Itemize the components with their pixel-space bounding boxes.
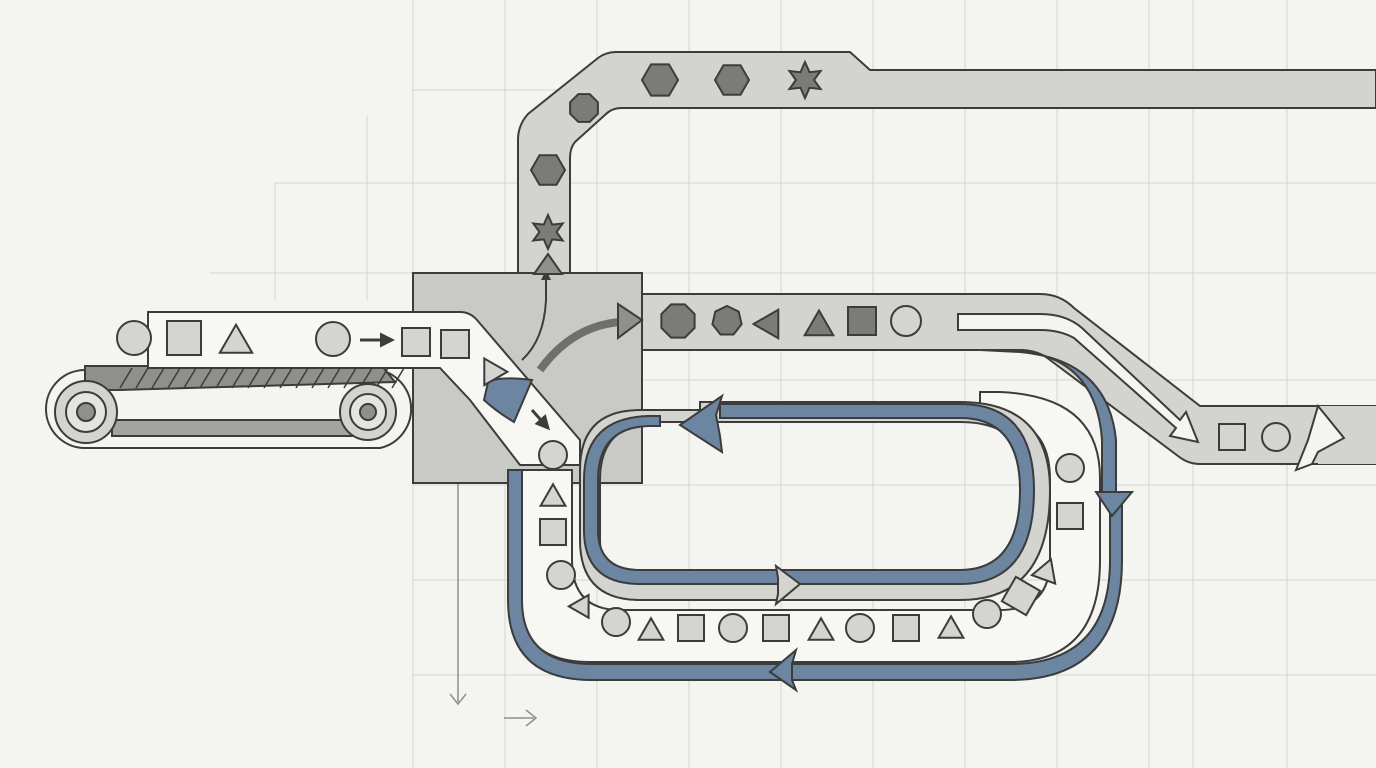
belt-slat [327, 367, 341, 389]
belt-slat [263, 367, 277, 389]
inner-loop-arrow [583, 403, 1036, 585]
belt-slat [343, 367, 357, 389]
sorter-arrow-up-head [532, 252, 564, 275]
octagon-icon [569, 93, 599, 123]
square-icon [440, 329, 470, 359]
belt-slat [311, 367, 325, 389]
belt-slat [295, 367, 309, 389]
circle-icon [972, 599, 1002, 629]
belt-slat [183, 367, 197, 389]
hexagon-icon [640, 63, 680, 97]
triangle-icon [566, 593, 590, 620]
square-icon [1218, 423, 1246, 451]
belt-slat [199, 367, 213, 389]
square-icon [401, 327, 431, 357]
square-icon [892, 614, 920, 642]
triangle-icon [636, 616, 666, 641]
gate-arrow [530, 409, 550, 431]
sorter-arrow-right [536, 318, 621, 373]
sorter-gate [482, 377, 534, 424]
belt-slat [231, 367, 245, 389]
belt-slat [151, 367, 165, 389]
hexagon-icon [529, 154, 567, 186]
conveyor-roller-left [54, 380, 118, 444]
triangle-icon [538, 482, 568, 507]
belt-slat [279, 367, 293, 389]
circle-icon [890, 305, 922, 337]
triangle-icon [1029, 557, 1057, 586]
star-icon [531, 212, 565, 252]
outer-loop-arrow [507, 469, 1123, 681]
square-icon [1000, 575, 1042, 617]
triangle-icon [483, 356, 510, 387]
circle-icon [116, 320, 152, 356]
reference-arrows [449, 484, 538, 727]
square-icon [166, 320, 202, 356]
heptagon-icon [711, 304, 743, 336]
feed-track [147, 311, 581, 466]
belt-slat [167, 367, 181, 389]
outer-loop-down-arrowhead [1094, 491, 1135, 518]
belt-slat [119, 367, 133, 389]
belt-slat [135, 367, 149, 389]
circle-icon [718, 613, 748, 643]
sorter-arrow-up [521, 270, 551, 361]
conveyor-roller-right [339, 383, 397, 441]
triangle-icon [218, 322, 254, 354]
triangle-icon [806, 616, 836, 641]
square-icon [1056, 502, 1084, 530]
star-icon [787, 59, 823, 101]
triangle-icon [802, 308, 836, 337]
belt-slat [375, 367, 389, 389]
circle-icon [315, 321, 351, 357]
triangle-icon [936, 614, 966, 639]
square-icon [677, 614, 705, 642]
circle-icon [845, 613, 875, 643]
square-icon [539, 518, 567, 546]
exit-arrow [957, 313, 1200, 444]
belt-slat [247, 367, 261, 389]
conveyor-belt [45, 365, 413, 449]
circle-icon [538, 440, 568, 470]
belt-slat [215, 367, 229, 389]
belt-slat [391, 367, 405, 389]
circle-icon [546, 560, 576, 590]
inner-loop-arrowhead [678, 393, 724, 454]
exit-end-arrow [1294, 403, 1346, 472]
top-branch-track [517, 51, 1376, 274]
inner-loop-right-arrowhead [774, 563, 802, 607]
circle-icon [1055, 453, 1085, 483]
sorter-arrow-right-head [617, 302, 644, 340]
octagon-icon [660, 303, 696, 339]
middle-branch-track [641, 293, 1376, 465]
circle-icon [601, 607, 631, 637]
circle-icon [1261, 422, 1291, 452]
square-icon [762, 614, 790, 642]
triangle-icon [751, 307, 780, 341]
square-icon [847, 306, 877, 336]
hexagon-icon [713, 64, 751, 96]
outer-loop-left-arrowhead [768, 647, 799, 693]
items-layer [116, 59, 1291, 643]
